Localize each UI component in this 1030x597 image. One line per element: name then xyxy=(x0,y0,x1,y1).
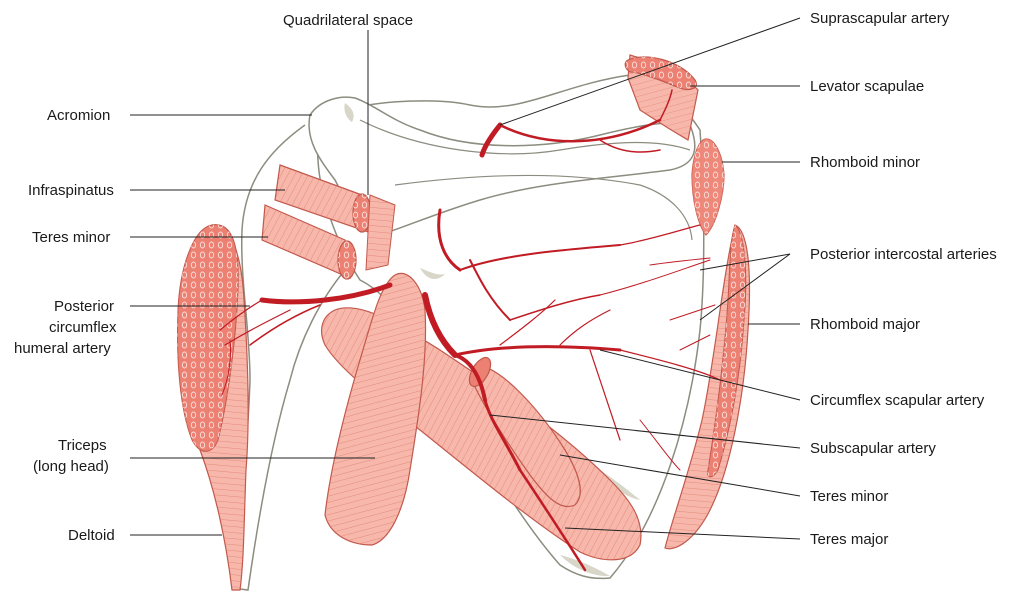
label-subscapular-artery: Subscapular artery xyxy=(810,439,936,458)
label-levator-scapulae: Levator scapulae xyxy=(810,77,924,96)
label-teres-major: Teres major xyxy=(810,530,888,549)
label-deltoid: Deltoid xyxy=(68,526,115,545)
label-triceps-2: (long head) xyxy=(33,457,109,476)
label-posterior-circumflex-2: circumflex xyxy=(49,318,117,337)
label-posterior-circumflex-3: humeral artery xyxy=(14,339,111,358)
label-infraspinatus: Infraspinatus xyxy=(28,181,114,200)
label-posterior-circumflex-1: Posterior xyxy=(54,297,114,316)
label-posterior-intercostal-arteries: Posterior intercostal arteries xyxy=(810,245,997,264)
label-quadrilateral-space: Quadrilateral space xyxy=(283,11,413,30)
label-teres-minor-right: Teres minor xyxy=(810,487,888,506)
label-acromion: Acromion xyxy=(47,106,110,125)
label-circumflex-scapular-artery: Circumflex scapular artery xyxy=(810,391,984,410)
label-triceps-1: Triceps xyxy=(58,436,107,455)
label-teres-minor-left: Teres minor xyxy=(32,228,110,247)
label-suprascapular-artery: Suprascapular artery xyxy=(810,9,949,28)
label-rhomboid-major: Rhomboid major xyxy=(810,315,920,334)
label-rhomboid-minor: Rhomboid minor xyxy=(810,153,920,172)
